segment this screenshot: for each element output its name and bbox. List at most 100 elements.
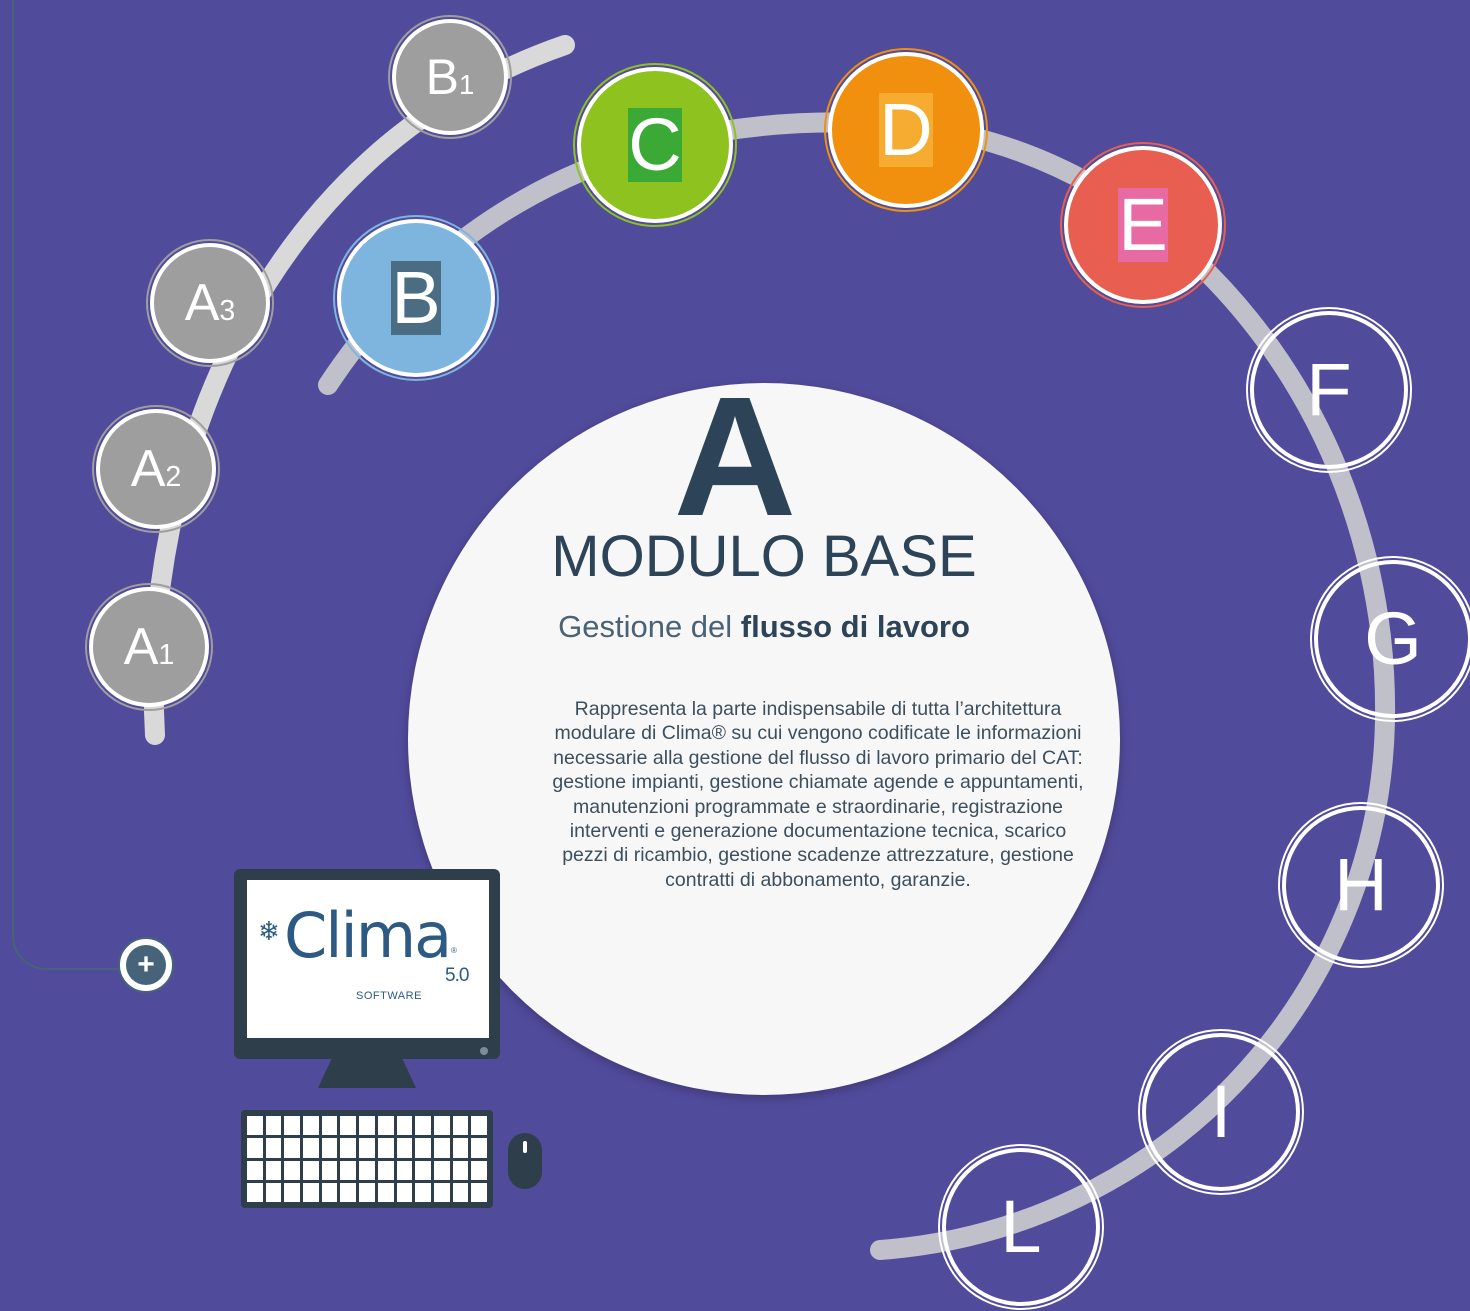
monitor-screen [247, 880, 489, 1038]
keyboard-key [415, 1182, 431, 1202]
submodule-index: 3 [219, 295, 236, 327]
keyboard-key [452, 1160, 469, 1180]
module-l[interactable]: L [938, 1144, 1104, 1310]
submodule-letter: A [130, 440, 166, 498]
keyboard-illustration [241, 1110, 493, 1208]
keyboard-key [433, 1160, 450, 1180]
keyboard-key [433, 1182, 450, 1202]
keyboard-key [396, 1116, 413, 1136]
module-letter: D [879, 88, 933, 171]
keyboard-key [377, 1182, 394, 1202]
module-letter: I [1210, 1070, 1232, 1153]
keyboard-key [452, 1182, 469, 1202]
keyboard-key [471, 1116, 487, 1136]
submodule-index: 1 [158, 639, 175, 671]
keyboard-key [321, 1138, 338, 1158]
subtitle-prefix: Gestione del [558, 609, 741, 644]
module-b[interactable]: B [333, 215, 499, 381]
keyboard-key [284, 1160, 301, 1180]
main-module-description: Rappresenta la parte indispensabile di t… [552, 698, 1084, 891]
keyboard-key [359, 1160, 375, 1180]
monitor-power-led [480, 1047, 488, 1055]
keyboard-key [359, 1182, 375, 1202]
keyboard-key [377, 1138, 394, 1158]
snowflake-icon: ❄ [258, 916, 280, 946]
keyboard-key [247, 1138, 263, 1158]
keyboard-key [284, 1138, 301, 1158]
submodule-letter: A [184, 274, 220, 332]
submodule-a1[interactable]: A1 [85, 583, 213, 711]
clima-logo: Clima [284, 899, 452, 972]
submodule-index: 2 [165, 461, 182, 493]
logo-software-label: SOFTWARE [356, 990, 422, 1002]
keyboard-key [377, 1116, 394, 1136]
module-letter: B [391, 256, 441, 339]
keyboard-key [452, 1116, 469, 1136]
keyboard-key [340, 1160, 357, 1180]
keyboard-key [265, 1160, 282, 1180]
submodule-a3[interactable]: A3 [146, 239, 274, 367]
keyboard-key [415, 1116, 431, 1136]
keyboard-key [321, 1116, 338, 1136]
keyboard-key [321, 1182, 338, 1202]
submodule-index: 1 [459, 69, 475, 100]
keyboard-key [396, 1138, 413, 1158]
keyboard-key [396, 1182, 413, 1202]
module-d[interactable]: D [824, 48, 988, 212]
keyboard-key [303, 1160, 319, 1180]
keyboard-key [303, 1182, 319, 1202]
keyboard-key [303, 1116, 319, 1136]
expand-button[interactable]: + [118, 937, 174, 993]
keyboard-key [247, 1182, 263, 1202]
logo-version: 5.0 [445, 965, 469, 986]
keyboard-key [340, 1182, 357, 1202]
keyboard-key [265, 1182, 282, 1202]
module-c[interactable]: C [573, 63, 737, 227]
keyboard-key [284, 1116, 301, 1136]
keyboard-key [452, 1138, 469, 1158]
keyboard-key [415, 1138, 431, 1158]
monitor-stand [318, 1058, 416, 1088]
keyboard-key [359, 1138, 375, 1158]
module-h[interactable]: H [1278, 802, 1444, 968]
keyboard-key [303, 1138, 319, 1158]
module-g[interactable]: G [1310, 556, 1470, 722]
keyboard-key [359, 1116, 375, 1136]
keyboard-key [340, 1116, 357, 1136]
sidebar-connector-line [12, 0, 132, 970]
keyboard-key [396, 1160, 413, 1180]
module-f[interactable]: F [1246, 307, 1412, 473]
module-letter: C [628, 103, 682, 186]
keyboard-key [265, 1116, 282, 1136]
module-letter: L [1000, 1185, 1042, 1268]
main-module-circle [408, 383, 1120, 1095]
keyboard-key [471, 1138, 487, 1158]
keyboard-key [433, 1116, 450, 1136]
keyboard-key [471, 1182, 487, 1202]
module-letter: H [1334, 843, 1388, 926]
submodule-b1[interactable]: B1 [388, 15, 512, 139]
keyboard-key [247, 1116, 263, 1136]
mouse-illustration [508, 1133, 542, 1189]
keyboard-key [265, 1138, 282, 1158]
keyboard-key [247, 1160, 263, 1180]
submodule-letter: A [123, 618, 159, 676]
module-letter: F [1306, 348, 1352, 431]
keyboard-key [433, 1138, 450, 1158]
subtitle-highlight: flusso di lavoro [740, 609, 970, 644]
keyboard-key [415, 1160, 431, 1180]
module-e[interactable]: E [1060, 142, 1226, 308]
keyboard-key [321, 1160, 338, 1180]
main-module-subtitle: Gestione del flusso di lavoro [408, 608, 1120, 645]
keyboard-key [340, 1138, 357, 1158]
module-letter: G [1364, 597, 1422, 680]
module-i[interactable]: I [1138, 1029, 1304, 1195]
main-module-title: MODULO BASE [551, 524, 977, 589]
plus-icon: + [126, 945, 166, 985]
submodule-letter: B [425, 49, 460, 105]
keyboard-key [377, 1160, 394, 1180]
submodule-a2[interactable]: A2 [92, 405, 220, 533]
module-letter: E [1118, 183, 1168, 266]
registered-mark: ® [451, 946, 457, 955]
